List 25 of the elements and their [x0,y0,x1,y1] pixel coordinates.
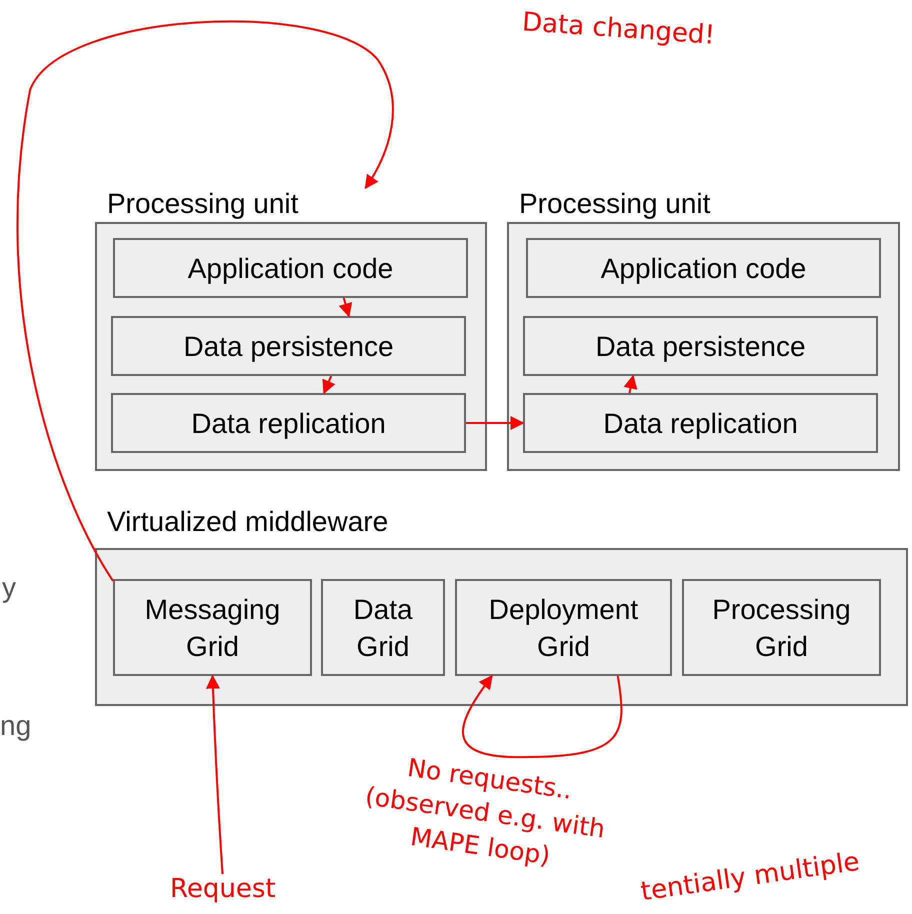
component-box: Application code [113,238,468,298]
annotation-text: tentially multiple [638,846,862,908]
arrow [466,416,524,430]
text-fragment: y [2,572,16,604]
arrow [16,20,394,582]
component-box: Application code [526,238,881,298]
component-box: Processing Grid [682,579,881,676]
arrow [322,376,336,394]
component-box: Data persistence [111,316,466,376]
annotation-text: Request [170,874,295,908]
component-box: Deployment Grid [455,579,672,676]
text-fragment: ng [0,710,32,742]
group-title: Processing unit [519,188,710,220]
component-box: Data replication [523,393,878,453]
component-box: Data Grid [321,579,445,676]
component-box: Messaging Grid [113,579,312,676]
arrow [206,674,224,874]
arrow [624,374,638,394]
arrow [462,674,622,758]
group-title: Virtualized middleware [107,506,388,538]
arrow [338,298,352,318]
group-title: Processing unit [107,188,298,220]
component-box: Data persistence [523,316,878,376]
annotation-text: Data changed! [521,7,716,51]
component-box: Data replication [111,393,466,453]
